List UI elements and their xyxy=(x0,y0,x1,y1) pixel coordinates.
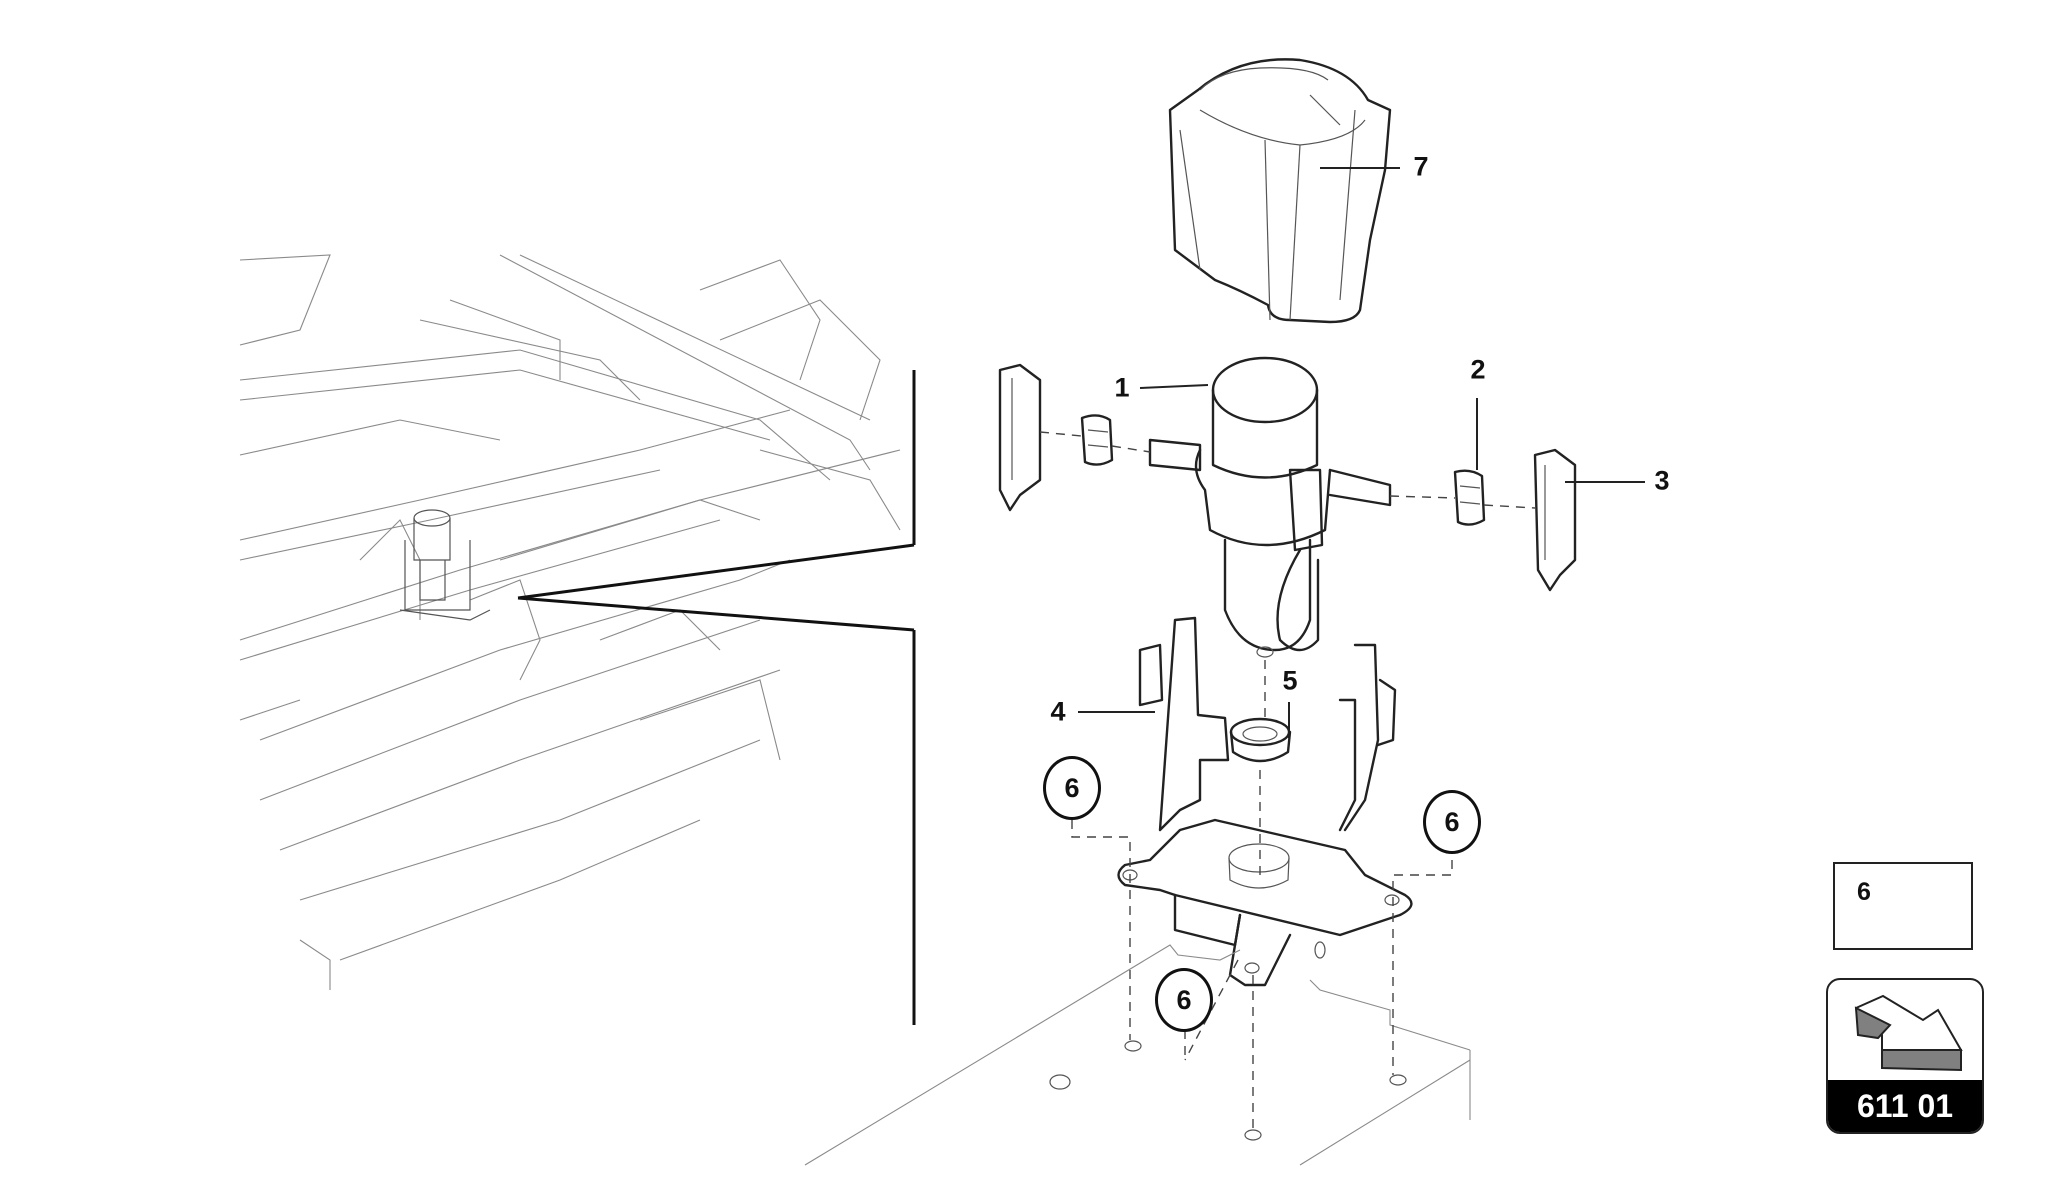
chassis-overview xyxy=(239,254,901,990)
reference-badge[interactable]: 611 01 xyxy=(1826,978,1984,1134)
part-5-grommet xyxy=(1229,717,1292,763)
arrow-reference-icon xyxy=(1854,994,1963,1072)
floor-panel xyxy=(804,941,1471,1166)
circled-callout-6-left: 6 xyxy=(1043,756,1101,820)
circled-callout-6-bottom: 6 xyxy=(1155,968,1213,1032)
callout-4: 4 xyxy=(1050,696,1066,727)
callout-7: 7 xyxy=(1413,151,1429,182)
circled-callout-6-right: 6 xyxy=(1423,790,1481,854)
fastener-legend-number: 6 xyxy=(1857,878,1871,906)
pump-in-chassis xyxy=(399,509,491,621)
zoom-leader-lines xyxy=(517,370,916,1025)
callout-leaders xyxy=(1078,167,1645,738)
part-7-cover xyxy=(1168,58,1392,324)
callout-1: 1 xyxy=(1114,372,1130,403)
fastener-legend-box: 6 xyxy=(1833,862,1973,950)
callout-2: 2 xyxy=(1470,354,1486,385)
part-4-bracket xyxy=(1117,616,1413,987)
right-damper-and-clip xyxy=(1389,448,1577,592)
left-damper-and-clip xyxy=(998,363,1151,512)
reference-code: 611 01 xyxy=(1828,1080,1982,1132)
callout-3: 3 xyxy=(1654,465,1670,496)
part-1-vacuum-pump xyxy=(1148,356,1392,658)
callout-5: 5 xyxy=(1282,665,1298,696)
